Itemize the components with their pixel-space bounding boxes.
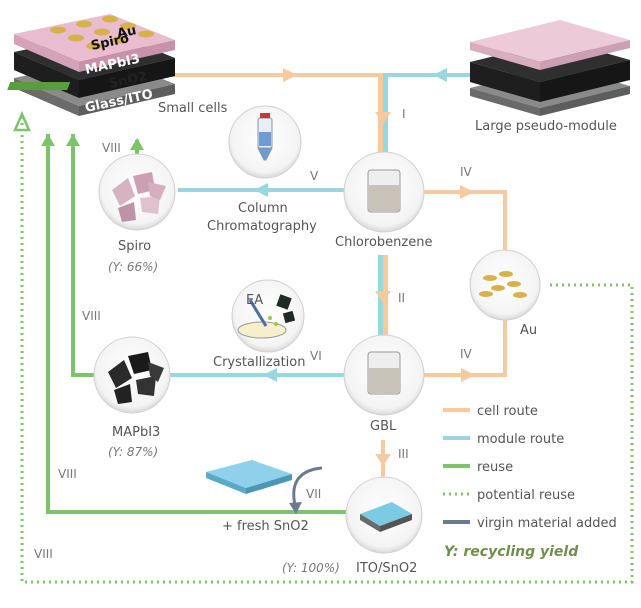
step-IV-bottom: IV: [460, 347, 473, 361]
legend-label-reuse: reuse: [477, 460, 513, 475]
au-label: Au: [520, 323, 537, 338]
route-I: [378, 75, 383, 167]
route-V-arrow: [254, 183, 268, 197]
spiro-label: Spiro: [118, 239, 151, 254]
chlorobenzene-circle: [343, 151, 425, 233]
large-module-image: [470, 20, 630, 116]
legend: cell route module route reuse potential …: [443, 404, 617, 560]
column-label-2: Chromatography: [207, 219, 317, 234]
step-III: III: [398, 447, 409, 461]
step-V: V: [310, 169, 319, 183]
step-VI: VI: [310, 349, 322, 363]
step-IV-top: IV: [460, 165, 473, 179]
route-IV-top: [422, 190, 507, 250]
large-module-label: Large pseudo-module: [475, 119, 617, 134]
spiro-circle: [98, 153, 176, 231]
route-VI-arrow: [263, 368, 277, 382]
mapbi3-label: MAPbI3: [112, 425, 160, 440]
virgin-material-arrow: [292, 466, 323, 506]
gbl-label: GBL: [370, 419, 397, 434]
layer-label-au: Au: [116, 23, 138, 42]
cell-route-arrow: [283, 68, 297, 82]
legend-label-module-route: module route: [477, 432, 564, 447]
module-route-arrow: [433, 68, 447, 82]
reuse-ito: [46, 134, 348, 514]
route-IV-bottom: [422, 318, 507, 377]
ito-sno2-label: ITO/SnO2: [356, 561, 417, 576]
ito-yield: (Y: 100%): [282, 561, 340, 575]
step-VIII-outer: VIII: [34, 547, 53, 561]
step-VIII-mapbi3: VIII: [82, 309, 101, 323]
step-VIII-ito: VIII: [58, 467, 77, 481]
step-VII: VII: [306, 487, 321, 501]
legend-label-virgin-material: virgin material added: [477, 516, 617, 531]
small-cells-label: Small cells: [158, 101, 228, 116]
step-II: II: [398, 291, 405, 305]
route-II-arrow: [375, 291, 391, 303]
mapbi3-yield: (Y: 87%): [108, 445, 158, 459]
fresh-sno2-label: + fresh SnO2: [222, 519, 309, 534]
spiro-yield: (Y: 66%): [108, 260, 158, 274]
mapbi3-circle: [93, 336, 171, 414]
potential-reuse-au: [20, 118, 634, 584]
route-I-arrow: [375, 112, 391, 124]
ea-label: EA: [246, 293, 263, 308]
fresh-sno2-plate: [206, 460, 292, 488]
crystallization-circle: [231, 279, 305, 353]
step-I: I: [402, 107, 406, 121]
legend-yield-note: Y: recycling yield: [444, 544, 579, 560]
gbl-circle: [343, 334, 425, 416]
reuse-mapbi3: [71, 134, 97, 377]
crystallization-label: Crystallization: [213, 355, 305, 370]
route-III-arrow: [375, 454, 391, 466]
column-chromatography-circle: [228, 105, 302, 179]
small-cell-stack: [7, 14, 175, 116]
chlorobenzene-label: Chlorobenzene: [335, 235, 432, 250]
column-label-1: Column: [238, 201, 288, 216]
legend-label-potential-reuse: potential reuse: [477, 488, 575, 503]
step-VIII-spiro: VIII: [102, 141, 121, 155]
au-circle: [469, 249, 541, 321]
legend-label-cell-route: cell route: [477, 404, 538, 419]
ito-sno2-circle: [345, 476, 423, 554]
